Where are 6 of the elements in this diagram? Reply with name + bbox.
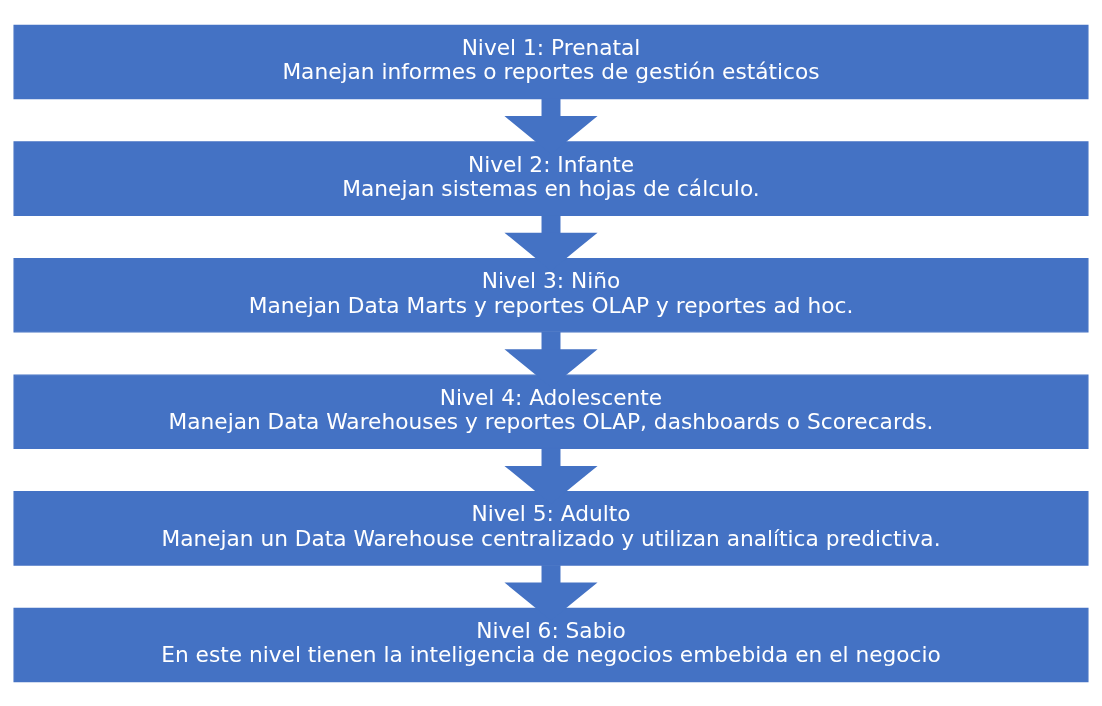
node-box: Nivel 2: Infante Manejan sistemas en hojas de cálculo. — [13, 140, 1089, 216]
node-box: Nivel 3: Niño Manejan Data Marts y reportes OLAP y reportes ad hoc. — [13, 257, 1089, 332]
node-box: Nivel 4: Adolescente Manejan Data Warehouses y reportes OLAP, dashboards o Scorecards. — [13, 374, 1089, 449]
node-box: Nivel 5: Adulto Manejan un Data Warehouse centralizado y utilizan analítica predictiva. — [13, 490, 1089, 566]
node-box: Nivel 6: Sabio En este nivel tienen la inteligencia de negocios embebida en el negocio — [13, 607, 1089, 682]
node-box: Nivel 1: Prenatal Manejan informes o reportes de gestión estáticos — [13, 24, 1089, 99]
